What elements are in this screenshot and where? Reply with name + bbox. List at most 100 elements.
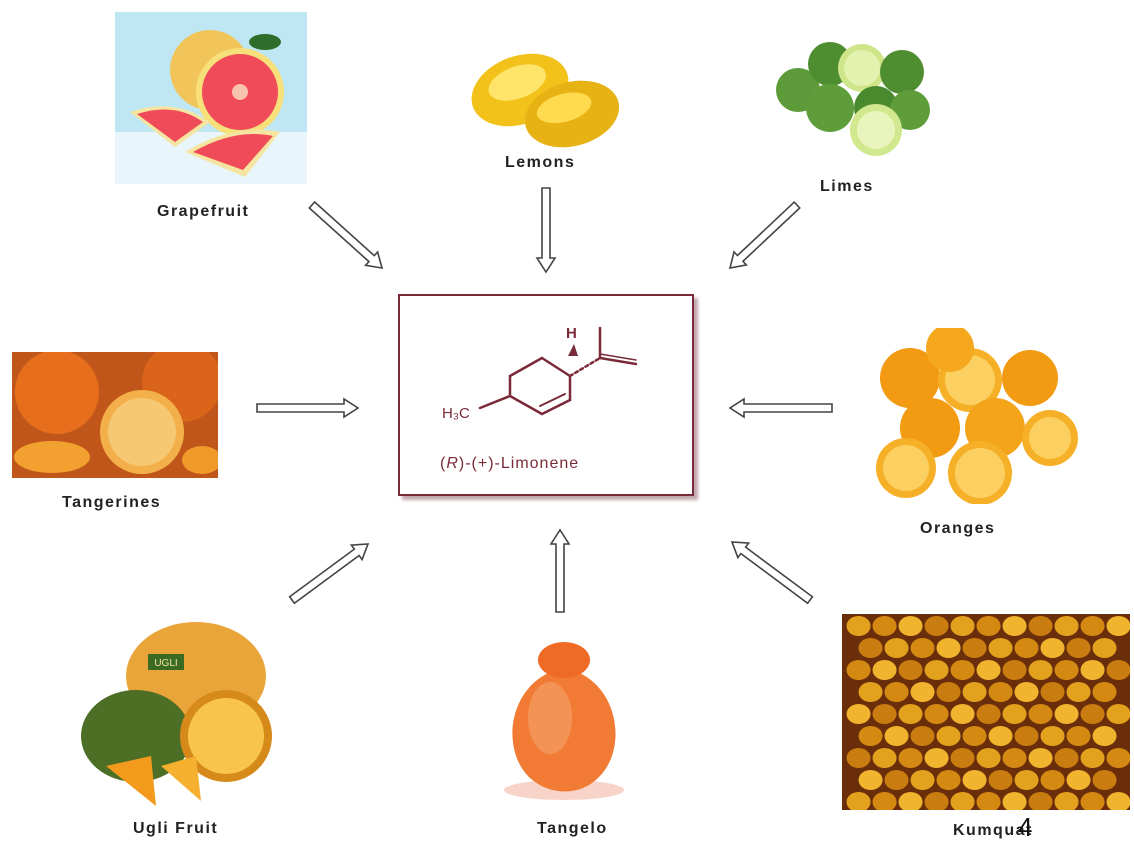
kumquat-fruit	[988, 682, 1013, 702]
kumquat-fruit	[898, 616, 923, 636]
kumquat-fruit	[1106, 660, 1130, 680]
kumquat-fruit	[1080, 660, 1105, 680]
kumquat-fruit	[1106, 704, 1130, 724]
kumquat-fruit	[1028, 616, 1053, 636]
ugli-fruit-image: UGLI	[81, 622, 272, 806]
kumquat-fruit	[1002, 748, 1027, 768]
kumquat-fruit	[1014, 638, 1039, 658]
arrow-oranges	[728, 397, 833, 419]
kumquat-fruit	[884, 726, 909, 746]
kumquat-fruit	[1002, 792, 1027, 810]
ugli-sticker-text: UGLI	[154, 658, 177, 669]
kumquat-fruit	[1054, 792, 1079, 810]
kumquat-fruit	[1028, 748, 1053, 768]
kumquat-fruit	[936, 638, 961, 658]
kumquat-fruit	[936, 770, 961, 790]
kumquat-fruit	[1092, 726, 1117, 746]
kumquat-fruit	[976, 748, 1001, 768]
kumquat-fruit	[1054, 616, 1079, 636]
kumquat-fruit	[1014, 682, 1039, 702]
kumquat-fruit	[924, 792, 949, 810]
kumquat-fruit	[988, 726, 1013, 746]
kumquat-fruit	[1054, 660, 1079, 680]
kumquat-fruit	[846, 792, 871, 810]
label-tangerines: Tangerines	[62, 494, 162, 511]
kumquat-fruit	[962, 726, 987, 746]
kumquat-fruit	[872, 792, 897, 810]
kumquat-fruit	[924, 616, 949, 636]
kumquat-fruit	[872, 704, 897, 724]
kumquat-fruit	[898, 660, 923, 680]
kumquat-fruit	[924, 748, 949, 768]
label-oranges: Oranges	[920, 520, 996, 537]
kumquat-fruit	[924, 660, 949, 680]
kumquat-fruit	[884, 638, 909, 658]
kumquat-fruit	[1040, 726, 1065, 746]
kumquat-fruit	[910, 638, 935, 658]
kumquat-fruit	[962, 638, 987, 658]
kumquat-fruit	[1106, 748, 1130, 768]
kumquat-fruit	[1014, 770, 1039, 790]
kumquat-image	[842, 614, 1130, 810]
kumquat-fruit	[1066, 726, 1091, 746]
arrow-kumquat	[730, 541, 814, 605]
page-number: 4	[1018, 812, 1033, 842]
kumquat-fruit	[898, 748, 923, 768]
arrow-lemons	[535, 187, 557, 274]
kumquat-fruit	[1002, 660, 1027, 680]
kumquat-fruit	[1040, 770, 1065, 790]
kumquat-fruit	[858, 770, 883, 790]
oranges-image	[876, 328, 1078, 504]
label-kumquat: Kumquat	[953, 822, 1033, 839]
kumquat-fruit	[910, 726, 935, 746]
label-ugli-fruit: Ugli Fruit	[133, 820, 219, 837]
kumquat-fruit	[910, 682, 935, 702]
kumquat-fruit	[924, 704, 949, 724]
kumquat-fruit	[1054, 748, 1079, 768]
kumquat-fruit	[1080, 748, 1105, 768]
kumquat-fruit	[962, 770, 987, 790]
kumquat-fruit	[1002, 704, 1027, 724]
kumquat-fruit	[1080, 704, 1105, 724]
kumquat-fruit	[1080, 792, 1105, 810]
label-lemons: Lemons	[505, 154, 576, 171]
methyl-label: H₃C	[442, 405, 470, 422]
limonene-box: H H₃C (R)-(+)-Limonene	[398, 294, 694, 496]
kumquat-fruit	[1028, 792, 1053, 810]
lemons-image	[471, 53, 620, 148]
tangerines-image	[12, 352, 218, 478]
kumquat-fruit	[976, 616, 1001, 636]
label-tangelo: Tangelo	[537, 820, 608, 837]
kumquat-fruit	[976, 660, 1001, 680]
kumquat-fruit	[1080, 616, 1105, 636]
kumquat-fruit	[950, 748, 975, 768]
kumquat-fruit	[1040, 682, 1065, 702]
kumquat-fruit	[976, 792, 1001, 810]
kumquat-fruit	[858, 638, 883, 658]
kumquat-fruit	[1066, 682, 1091, 702]
kumquat-fruit	[1028, 704, 1053, 724]
arrow-tangerines	[256, 397, 360, 419]
arrow-grapefruit	[308, 200, 384, 269]
kumquat-fruit	[950, 616, 975, 636]
arrow-tangelo	[549, 528, 571, 613]
kumquat-fruit	[936, 726, 961, 746]
kumquat-fruit	[1066, 770, 1091, 790]
kumquat-fruit	[846, 660, 871, 680]
kumquat-fruit	[1014, 726, 1039, 746]
kumquat-fruit	[1002, 616, 1027, 636]
name-rest: )-(+)-Limonene	[459, 455, 579, 472]
limes-image	[776, 42, 930, 156]
kumquat-fruit	[846, 748, 871, 768]
arrow-ugli	[288, 543, 370, 605]
kumquat-fruit	[988, 638, 1013, 658]
kumquat-fruit	[884, 770, 909, 790]
compound-name: (R)-(+)-Limonene	[440, 455, 579, 472]
kumquat-fruit	[1054, 704, 1079, 724]
kumquat-fruit	[846, 616, 871, 636]
kumquat-fruit	[988, 770, 1013, 790]
kumquat-fruit	[872, 616, 897, 636]
kumquat-fruit	[1066, 638, 1091, 658]
kumquat-fruit	[950, 704, 975, 724]
kumquat-fruit	[1040, 638, 1065, 658]
